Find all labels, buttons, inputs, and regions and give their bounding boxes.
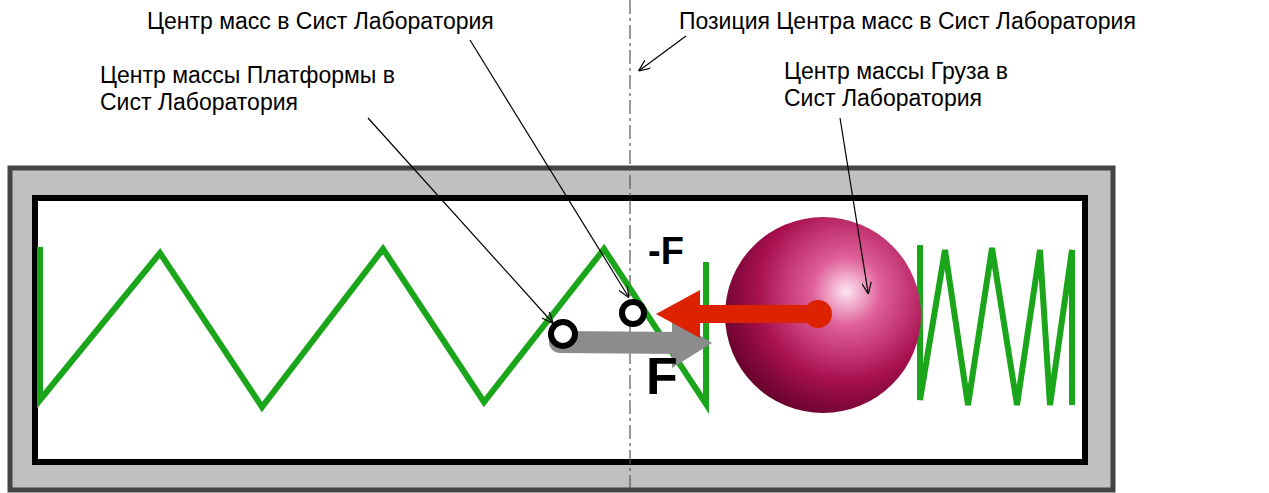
callout-label: Центр массы Груза в Сист Лаборатория [784,58,1064,112]
callout-label: Позиция Центра масс в Сист Лаборатория [679,8,1136,35]
left-spring [40,247,706,407]
system-center-marker [622,302,644,324]
force-arrow-shaft [560,342,680,343]
right-spring [920,245,1072,405]
leader-line [368,118,552,322]
force-label: F [646,348,678,404]
callout-label: Центр массы Платформы в Сист Лаборатория [100,62,430,116]
reaction-arrow-head [656,290,700,338]
reaction-arrow-shaft [690,305,818,323]
load-center-dot [804,300,832,328]
callout-label: Центр масс в Сист Лаборатория [147,8,494,35]
platform-cavity [35,198,1085,462]
center-axis [629,0,630,493]
leader-line [840,118,868,292]
leader-line [640,36,686,70]
force-label: -F [648,230,684,272]
platform-center-marker [551,322,575,346]
platform-frame [10,168,1113,490]
